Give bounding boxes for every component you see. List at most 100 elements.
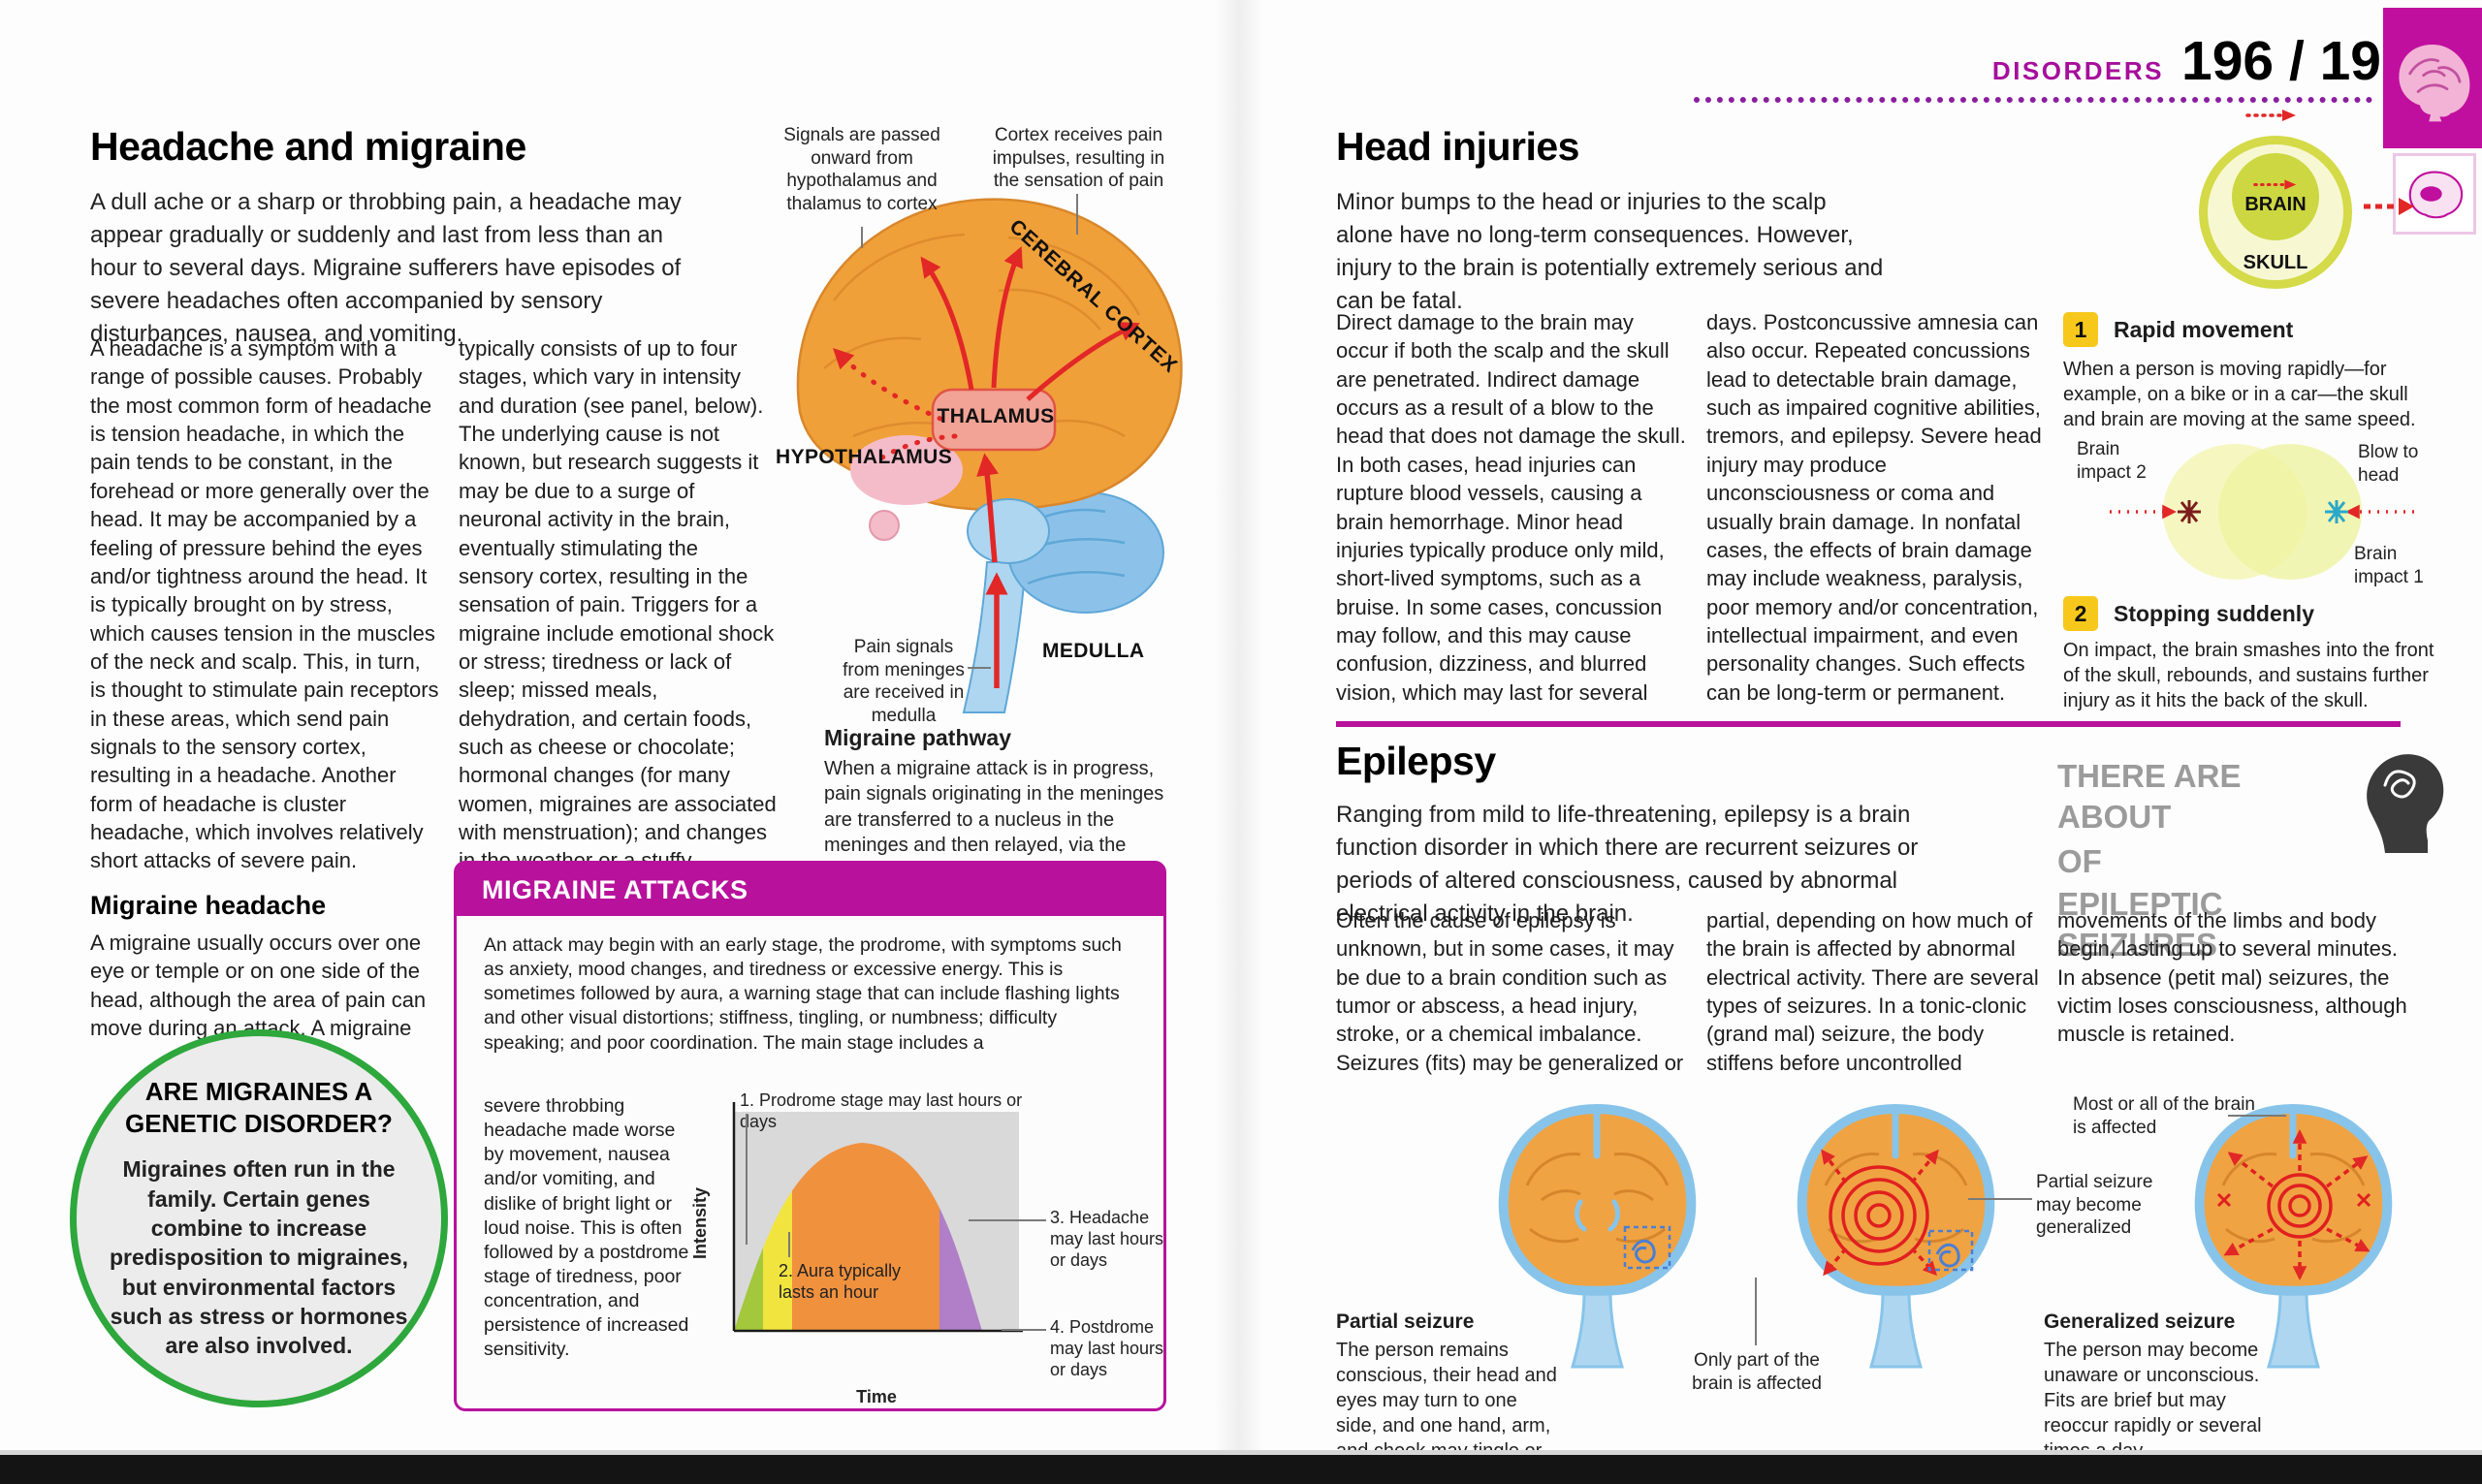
brain-circle: BRAIN: [2232, 153, 2319, 240]
arrow-right-icon: [2362, 196, 2416, 217]
epilepsy-col1: Often the cause of epilepsy is unknown, …: [1336, 908, 1684, 1075]
step-1-title: Rapid movement: [2114, 317, 2294, 342]
leader-line: [861, 227, 863, 248]
seizure-rings: [2267, 1173, 2333, 1239]
head-injuries-col1: Direct damage to the brain may occur if …: [1336, 310, 1686, 705]
migraine-attacks-panel: MIGRAINE ATTACKS An attack may begin wit…: [454, 861, 1166, 1411]
page-numbers: 196 / 197: [2181, 30, 2412, 92]
headache-left-column: A headache is a symptom with a range of …: [90, 334, 439, 1042]
generalized-seizure-caption-title: Generalized seizure: [2044, 1310, 2236, 1333]
leader-line: [1755, 1278, 1757, 1345]
leader-line: [1002, 1329, 1046, 1331]
leader-line: [1968, 1198, 2032, 1200]
spread-crosses: [2216, 1192, 2371, 1208]
head-injuries-title: Head injuries: [1336, 124, 1579, 169]
stat-line-1: THERE ARE ABOUT: [2057, 758, 2242, 836]
leader-line: [746, 1114, 748, 1245]
step-2-title: Stopping suddenly: [2114, 601, 2314, 626]
brain-sagittal-illustration: [796, 198, 1183, 713]
dotted-arrow-icon: [2253, 178, 2298, 191]
migraine-stage-chart: [699, 1087, 1038, 1377]
brain-label: BRAIN: [2244, 193, 2307, 215]
stage1-label: 1. Prodrome stage may last hours or days: [740, 1090, 1023, 1131]
label-brain-impact-1: Brain impact 1: [2354, 544, 2424, 587]
pathway-label-pain-signals: Pain signals from meninges are received …: [843, 637, 965, 726]
leader-line: [788, 1232, 790, 1257]
brain-icon: [2392, 34, 2473, 123]
attacks-left-col-text: severe throbbing headache made worse by …: [484, 1095, 689, 1361]
y-axis-label: Intensity: [690, 1186, 711, 1259]
headache-intro: A dull ache or a sharp or throbbing pain…: [90, 189, 682, 348]
dotted-arrow-icon: [2245, 109, 2298, 122]
seizure-focus-scribble: [1631, 1239, 1656, 1264]
migraine-headache-subhead: Migraine headache: [90, 890, 327, 920]
step-2-text: On impact, the brain smashes into the fr…: [2063, 640, 2434, 711]
head-scribble-icon: [2356, 748, 2448, 855]
step-1-number: 1: [2063, 312, 2098, 347]
generalized-seizure-caption-text: The person may become unaware or unconsc…: [2044, 1340, 2262, 1462]
stat-line-2-rest: OF: [2057, 843, 2102, 880]
impact-starburst-left: [2178, 500, 2201, 523]
stage4-label: 4. Postdrome may last hours or days: [1050, 1317, 1164, 1379]
seizure-rings: [1829, 1165, 1929, 1266]
stat-line-2: OF: [2057, 837, 2348, 883]
headache-col1-text: A headache is a symptom with a range of …: [90, 336, 439, 873]
leader-line: [2228, 1115, 2286, 1117]
section-divider: [1336, 721, 2401, 727]
epilepsy-title: Epilepsy: [1336, 739, 1496, 783]
generalized-seizure-brain-diagram: [2180, 1093, 2407, 1384]
head-injuries-intro: Minor bumps to the head or injuries to t…: [1336, 189, 1884, 315]
partial-seizure-brain-diagram: [1483, 1093, 1711, 1384]
head-injuries-col2: days. Postconcussive amnesia can also oc…: [1706, 310, 2042, 705]
page-edge-highlight: [0, 1450, 2482, 1455]
panel-title: MIGRAINE ATTACKS: [482, 874, 748, 904]
spreading-seizure-brain-diagram: [1782, 1093, 2010, 1384]
question-title: ARE MIGRAINES A GENETIC DISORDER?: [125, 1077, 393, 1138]
attacks-intro-text: An attack may begin with an early stage,…: [484, 934, 1122, 1054]
stat-line-3: EPILEPTIC SEIZURES: [2057, 885, 2223, 963]
epilepsy-intro: Ranging from mild to life-threatening, e…: [1336, 802, 1919, 928]
headache-col2-text: typically consists of up to four stages,…: [459, 336, 777, 901]
label-brain-impact-2: Brain impact 2: [2077, 439, 2147, 483]
stage3-label: 3. Headache may last hours or days: [1050, 1208, 1164, 1270]
spread-arrows: [1821, 1149, 1939, 1277]
label-may-become-generalized: Partial seizure may become generalized: [2036, 1172, 2153, 1239]
label-most-of-brain: Most or all of the brain is affected: [2073, 1094, 2255, 1138]
label-blow-to-head: Blow to head: [2358, 442, 2419, 486]
spread-arrows: [2223, 1129, 2371, 1280]
pathway-label-signals: Signals are passed onward from hypothala…: [783, 125, 940, 214]
pathway-label-cortex: Cortex receives pain impulses, resulting…: [992, 125, 1165, 192]
headache-title: Headache and migraine: [90, 124, 526, 169]
x-axis-label: Time: [856, 1387, 897, 1406]
stage2-label: 2. Aura typically lasts an hour: [779, 1261, 902, 1302]
leader-line: [969, 1219, 1046, 1221]
epilepsy-col3: movements of the limbs and body begin, l…: [2057, 908, 2407, 1047]
label-only-part: Only part of the brain is affected: [1692, 1350, 1822, 1394]
question-answer: Migraines often run in the family. Certa…: [110, 1156, 408, 1359]
section-label: DISORDERS: [1991, 56, 2164, 85]
skull-label: SKULL: [2243, 252, 2308, 273]
pathway-caption-title: Migraine pathway: [824, 725, 1011, 750]
leader-line: [1076, 194, 1078, 235]
label-medulla: MEDULLA: [1042, 640, 1145, 662]
label-hypothalamus: HYPOTHALAMUS: [776, 446, 953, 468]
leader-line: [968, 667, 991, 669]
page-gutter-shadow: [1214, 0, 1264, 1454]
focus-box: [1623, 1225, 1671, 1270]
label-thalamus: THALAMUS: [937, 405, 1055, 427]
impact-starburst-right: [2325, 500, 2348, 523]
question-circle: ARE MIGRAINES A GENETIC DISORDER? Migrai…: [70, 1029, 448, 1407]
panel-title-band: MIGRAINE ATTACKS: [457, 864, 1163, 916]
header-dotted-rule: [1694, 97, 2372, 103]
page-bottom-edge: [0, 1455, 2482, 1484]
brain-locator-icon: [2393, 153, 2476, 235]
migraine-pathway-diagram: [713, 145, 1207, 746]
step-2-number: 2: [2063, 596, 2098, 631]
step-1-text: When a person is moving rapidly—for exam…: [2063, 359, 2416, 430]
migraine-headache-text: A migraine usually occurs over one eye o…: [90, 930, 427, 1040]
partial-seizure-caption-title: Partial seizure: [1336, 1310, 1475, 1333]
chapter-tab: [2383, 8, 2482, 148]
brain-impact-diagram: [2084, 434, 2434, 589]
seizure-types-stat: THERE ARE ABOUT OF EPILEPTIC SEIZURES: [2057, 756, 2348, 965]
